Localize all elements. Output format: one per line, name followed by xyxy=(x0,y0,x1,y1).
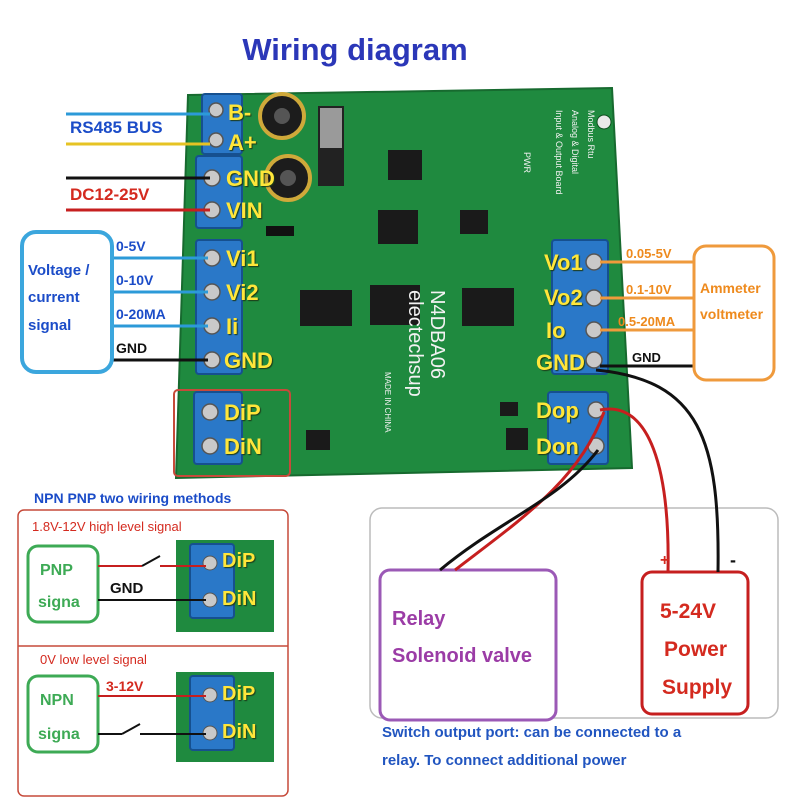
power-supply-box xyxy=(640,570,750,716)
pin-vo1: Vo1 xyxy=(544,250,583,275)
voltage-current-box xyxy=(20,230,114,374)
chip xyxy=(300,290,352,326)
relay-box-line1: Relay xyxy=(392,608,446,630)
board-silk-3: Input & Output Board xyxy=(554,110,564,195)
ammeter-voltmeter-box xyxy=(692,244,776,382)
pin-io: Io xyxy=(546,318,566,343)
npn-voltage-label: 3-12V xyxy=(106,678,144,694)
range-vo1: 0.05-5V xyxy=(626,246,672,261)
voltage-box-line1: Voltage / xyxy=(28,262,90,279)
diode xyxy=(266,226,294,236)
pin-a-plus: A+ xyxy=(228,130,257,155)
pin-vo2: Vo2 xyxy=(544,285,583,310)
pin-dop: Dop xyxy=(536,398,579,423)
pin-vi2: Vi2 xyxy=(226,280,259,305)
output-note-line2: relay. To connect additional power xyxy=(382,752,627,769)
pin-dip: DiP xyxy=(224,400,261,425)
voltage-box-line3: signal xyxy=(28,317,72,334)
chip xyxy=(306,430,330,450)
terminal-block-analog-in xyxy=(195,239,243,375)
capacitor-top xyxy=(274,108,290,124)
npn-switch xyxy=(121,723,141,735)
regulator-tab xyxy=(320,108,342,148)
meter-box-line1: Ammeter xyxy=(700,280,761,296)
board-pwr-led: PWR xyxy=(522,152,532,173)
board-silk-2: Analog & Digital xyxy=(570,110,580,175)
pin-gnd-analog: GND xyxy=(224,348,273,373)
chip xyxy=(370,285,420,325)
pin-don: Don xyxy=(536,434,579,459)
pnp-pin-din: DiN xyxy=(222,588,257,610)
supply-box-line3: Supply xyxy=(662,676,733,699)
label-gnd-analog: GND xyxy=(116,340,148,356)
relay-box xyxy=(378,568,558,722)
low-level-title: 0V low level signal xyxy=(40,652,147,667)
high-level-title: 1.8V-12V high level signal xyxy=(32,519,182,534)
npn-box-line2: signa xyxy=(38,726,80,743)
pin-vi1: Vi1 xyxy=(226,246,259,271)
supply-plus-sign: + xyxy=(660,552,670,569)
output-note-line1: Switch output port: can be connected to … xyxy=(382,724,682,741)
npn-pin-dip: DiP xyxy=(222,683,256,705)
digital-input-highlight xyxy=(173,389,291,477)
pin-b-minus: B- xyxy=(228,100,252,125)
pin-vin: VIN xyxy=(226,198,263,223)
diagram-title: Wiring diagram xyxy=(242,32,468,67)
pnp-pin-dip: DiP xyxy=(222,550,256,572)
range-vo2: 0.1-10V xyxy=(626,282,672,297)
pnp-box-line2: signa xyxy=(38,594,80,611)
wire-gnd-to-supply xyxy=(595,368,720,573)
chip xyxy=(506,428,528,450)
npn-pnp-heading: NPN PNP two wiring methods xyxy=(34,490,232,506)
board-made-in: MADE IN CHINA xyxy=(383,372,392,433)
supply-minus-sign: - xyxy=(730,550,736,570)
board-brand: electechsup xyxy=(404,290,426,397)
pin-gnd-out: GND xyxy=(536,350,585,375)
chip xyxy=(378,210,418,244)
npn-signal-box xyxy=(26,674,100,754)
chip xyxy=(460,210,488,234)
pnp-gnd-label: GND xyxy=(110,580,144,597)
mini-screw xyxy=(202,555,218,571)
range-vi2: 0-10V xyxy=(116,272,154,288)
mounting-hole xyxy=(596,114,612,130)
terminal-screws xyxy=(201,102,605,455)
terminal-block-analog-out xyxy=(551,239,609,375)
chip xyxy=(500,402,518,416)
pnp-signal-box xyxy=(26,544,100,624)
capacitor-top xyxy=(280,170,296,186)
voltage-box-line2: current xyxy=(28,289,80,306)
mini-terminal-npn xyxy=(189,675,235,751)
npn-box-line1: NPN xyxy=(40,692,74,709)
relay-box-line2: Solenoid valve xyxy=(392,645,533,667)
board-model: N4DBA06 xyxy=(426,290,448,379)
meter-box-line2: voltmeter xyxy=(700,306,764,322)
pnp-switch xyxy=(141,555,161,567)
supply-box-line1: 5-24V xyxy=(660,600,717,623)
pin-din: DiN xyxy=(224,434,262,459)
supply-box-line2: Power xyxy=(664,638,728,661)
pnp-box-line1: PNP xyxy=(40,562,73,579)
board-silk-1: Modbus Rtu xyxy=(586,110,596,159)
label-rs485-bus: RS485 BUS xyxy=(70,118,163,137)
range-ii: 0-20MA xyxy=(116,306,166,322)
range-vi1: 0-5V xyxy=(116,238,146,254)
chip xyxy=(388,150,422,180)
label-dc-power: DC12-25V xyxy=(70,185,150,204)
npn-pnp-panel xyxy=(17,509,289,797)
wire-dop-to-supply xyxy=(599,407,670,573)
pin-ii: Ii xyxy=(226,314,239,339)
npn-pin-din: DiN xyxy=(222,721,257,743)
output-section-frame xyxy=(369,507,779,719)
label-gnd-out: GND xyxy=(632,350,661,365)
wire-don-to-relay xyxy=(439,449,600,572)
chip xyxy=(462,288,514,326)
pin-gnd-power: GND xyxy=(226,166,275,191)
range-io: 0.5-20MA xyxy=(618,314,676,329)
